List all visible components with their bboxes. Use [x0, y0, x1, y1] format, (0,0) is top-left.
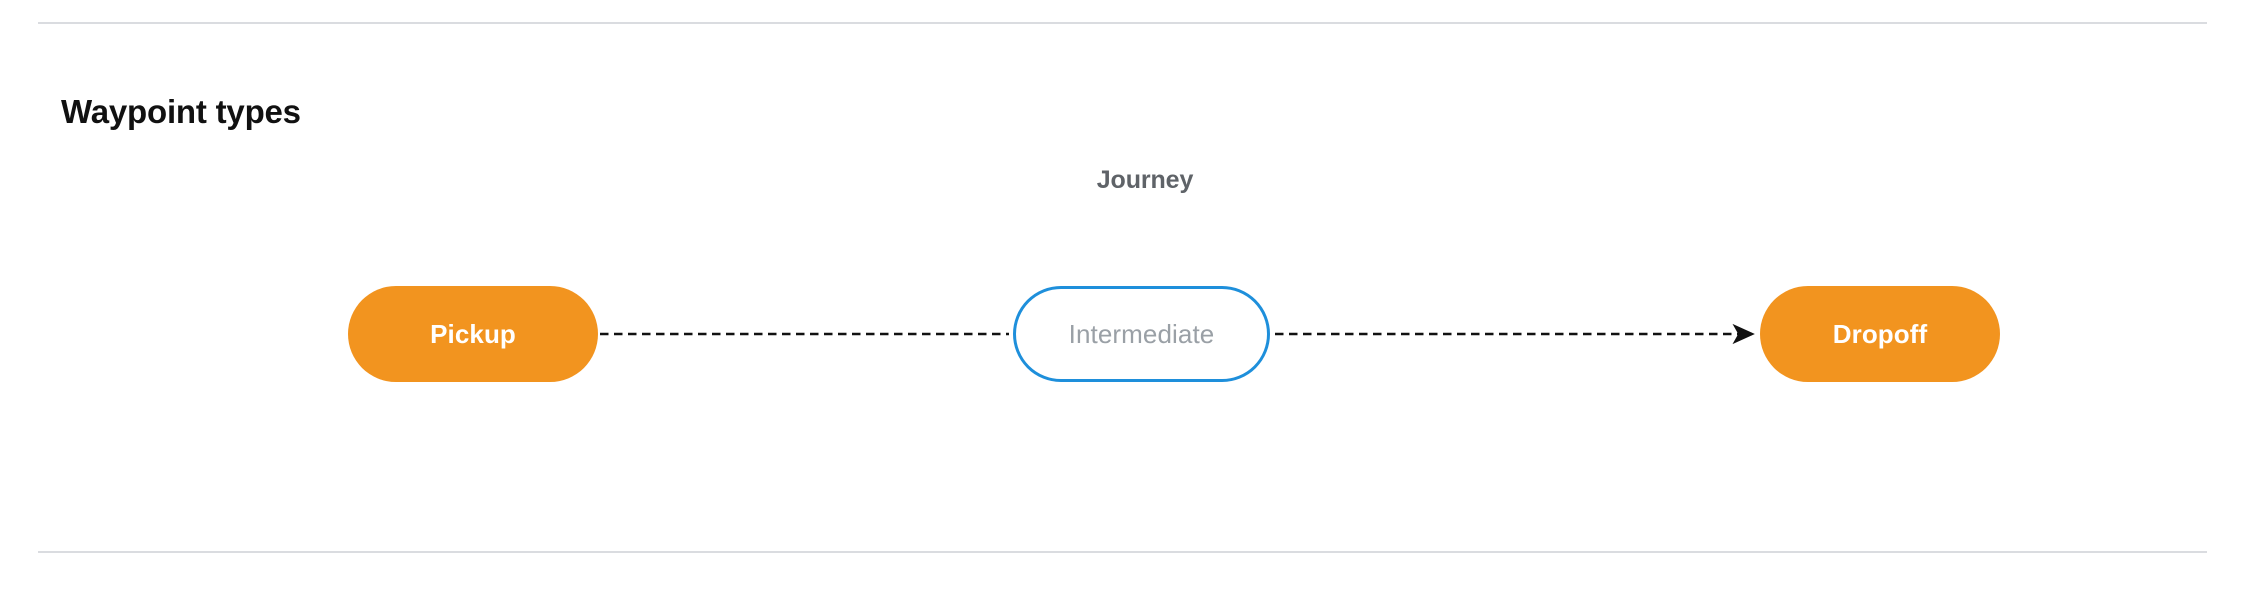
node-intermediate-label: Intermediate: [1068, 319, 1215, 349]
node-dropoff-label: Dropoff: [1832, 319, 1928, 349]
node-pickup-label: Pickup: [430, 319, 516, 349]
journey-group-label: Journey: [1096, 166, 1194, 194]
node-dropoff[interactable]: Dropoff: [1760, 286, 2000, 382]
page-title: Waypoint types: [61, 93, 301, 131]
node-intermediate[interactable]: Intermediate: [1013, 286, 1270, 382]
divider-bottom: [38, 551, 2207, 553]
divider-top: [38, 22, 2207, 24]
node-pickup[interactable]: Pickup: [348, 286, 598, 382]
